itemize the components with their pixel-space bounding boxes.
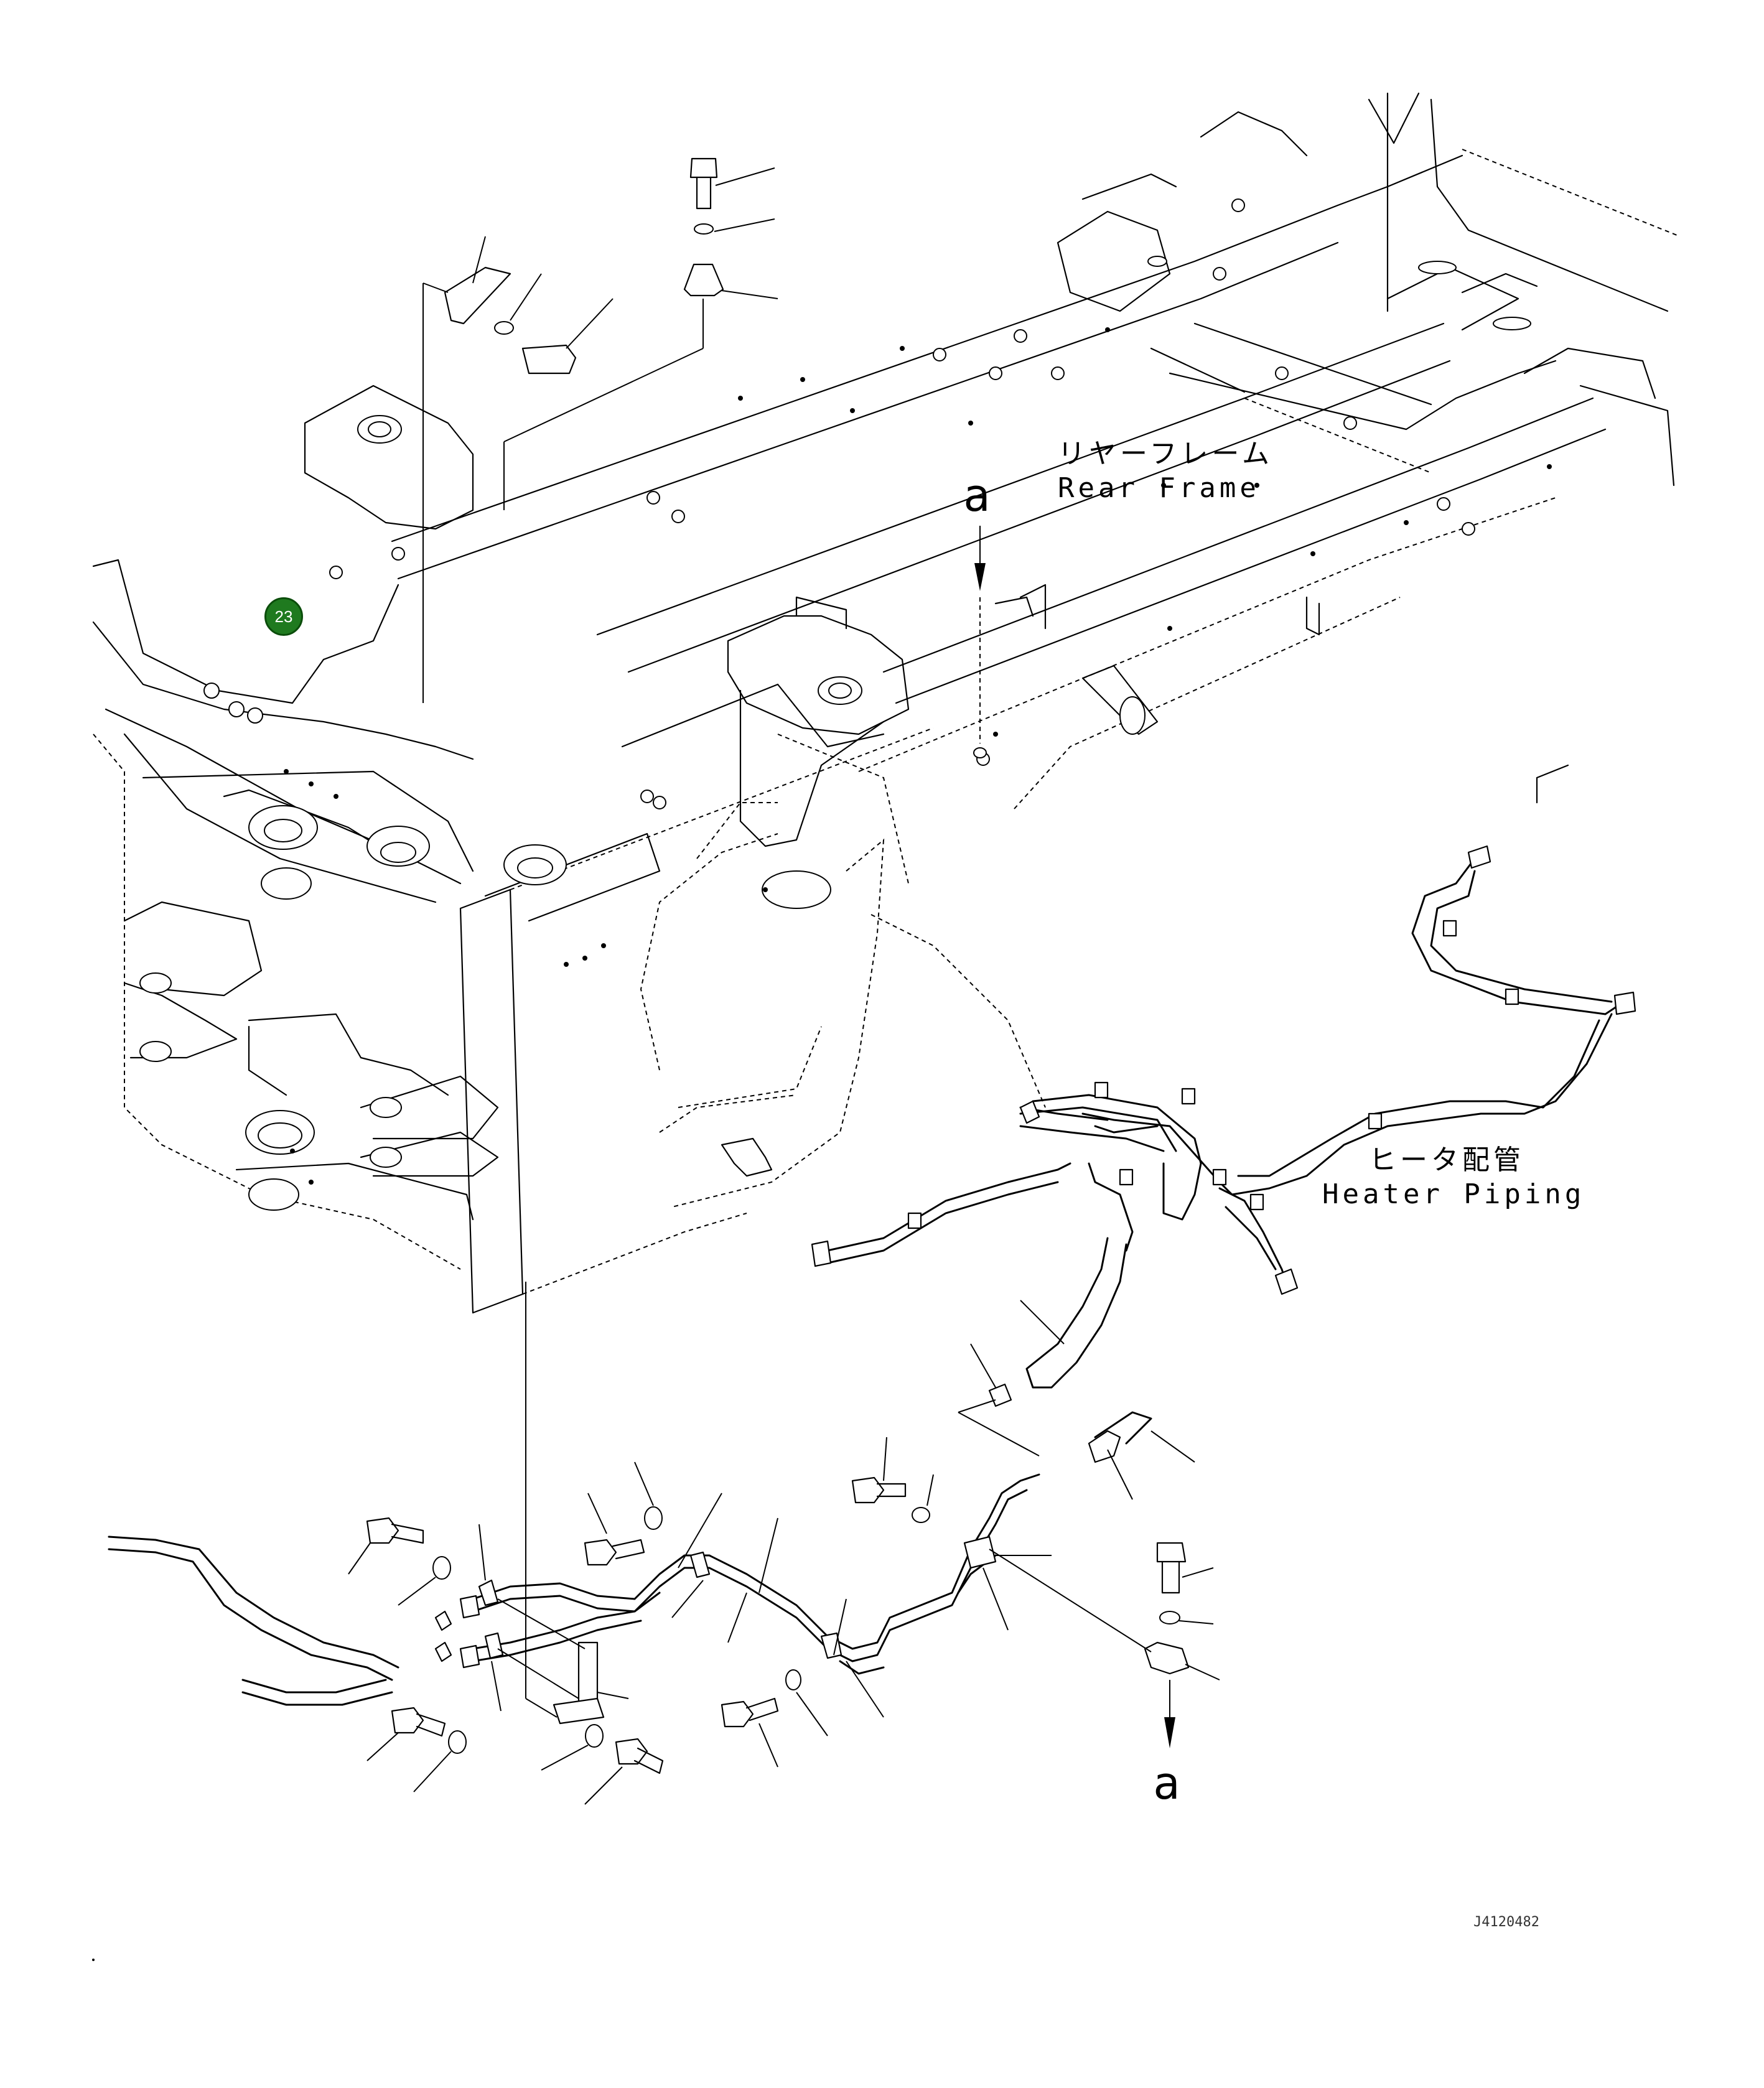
- left-bolt: [521, 344, 577, 375]
- left-bracket: [444, 266, 511, 325]
- top-clip: [683, 263, 724, 297]
- drawing-number: J4120482: [1473, 1914, 1539, 1930]
- top-mount-hardware: [422, 157, 778, 703]
- frame-bolt-studs: [203, 198, 1475, 809]
- rear-frame-label-jp: リヤーフレーム: [1058, 438, 1274, 470]
- callout-23[interactable]: 23: [264, 597, 303, 636]
- rear-frame-label-en: Rear Frame: [1058, 472, 1260, 504]
- heater-piping-label-en: Heater Piping: [1322, 1178, 1585, 1210]
- view-arrow-top: [973, 526, 987, 758]
- view-arrow-bottom: [1164, 1680, 1175, 1748]
- top-washer: [694, 223, 714, 235]
- heater-piping-label-jp: ヒータ配管: [1369, 1144, 1524, 1176]
- heater-piping-assembly: [721, 845, 1636, 1500]
- view-marker-top: a: [963, 469, 991, 521]
- frame-small-holes: [284, 327, 1552, 1185]
- rear-frame-assembly: [92, 92, 1681, 1314]
- left-washer: [494, 321, 514, 335]
- view-marker-bottom: a: [1153, 1757, 1180, 1809]
- top-bolt: [689, 157, 718, 179]
- lower-pipe-assembly: [108, 1282, 1220, 1805]
